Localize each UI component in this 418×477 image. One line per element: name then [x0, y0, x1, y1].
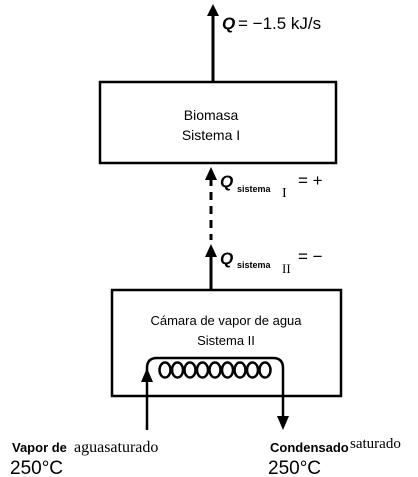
coil-loop — [245, 361, 260, 379]
system-2-line2: Sistema II — [197, 333, 255, 348]
heat-transfer-connector — [205, 167, 217, 289]
q-system-2-roman: II — [282, 261, 291, 276]
inlet-arrow — [141, 368, 153, 382]
system-1-line2: Sistema I — [182, 127, 240, 143]
q-system-2-subscript: sistema — [237, 260, 272, 270]
outlet-arrow — [277, 416, 289, 430]
heat-output-arrow — [207, 4, 219, 82]
inlet-label-a: Vapor de — [12, 440, 67, 455]
coil-loop — [220, 361, 235, 379]
q-system-1-roman: I — [282, 186, 287, 201]
heat-output-value: = −1.5 kJ/s — [238, 14, 321, 33]
coil-loop — [208, 361, 222, 379]
inlet-label-b: aguasaturado — [74, 439, 158, 456]
heat-output-q-symbol: Q — [222, 14, 235, 33]
inlet-temperature: 250°C — [10, 458, 63, 477]
q-system-1-symbol: Q — [220, 172, 233, 191]
q-system-2-symbol: Q — [220, 249, 233, 268]
heating-coil — [145, 356, 285, 430]
outlet-temperature: 250°C — [268, 458, 321, 477]
coil-loops — [158, 361, 272, 379]
q-system-2-sign: = − — [298, 247, 323, 266]
coil-loop — [170, 361, 185, 379]
coil-loop — [183, 361, 197, 379]
system-1-box — [98, 80, 338, 165]
outlet-label-a: Condensado — [270, 440, 349, 455]
system-1-line1: Biomasa — [184, 107, 239, 123]
outlet-label-b: saturado — [350, 436, 401, 452]
q-system-1-subscript: sistema — [237, 184, 272, 194]
system-2-line1: Cámara de vapor de agua — [150, 313, 302, 328]
coil-loop — [233, 361, 247, 379]
coil-loop — [258, 361, 272, 379]
coil-loop — [158, 361, 172, 379]
q-system-1-sign: = + — [298, 171, 323, 190]
coil-loop — [195, 361, 210, 379]
